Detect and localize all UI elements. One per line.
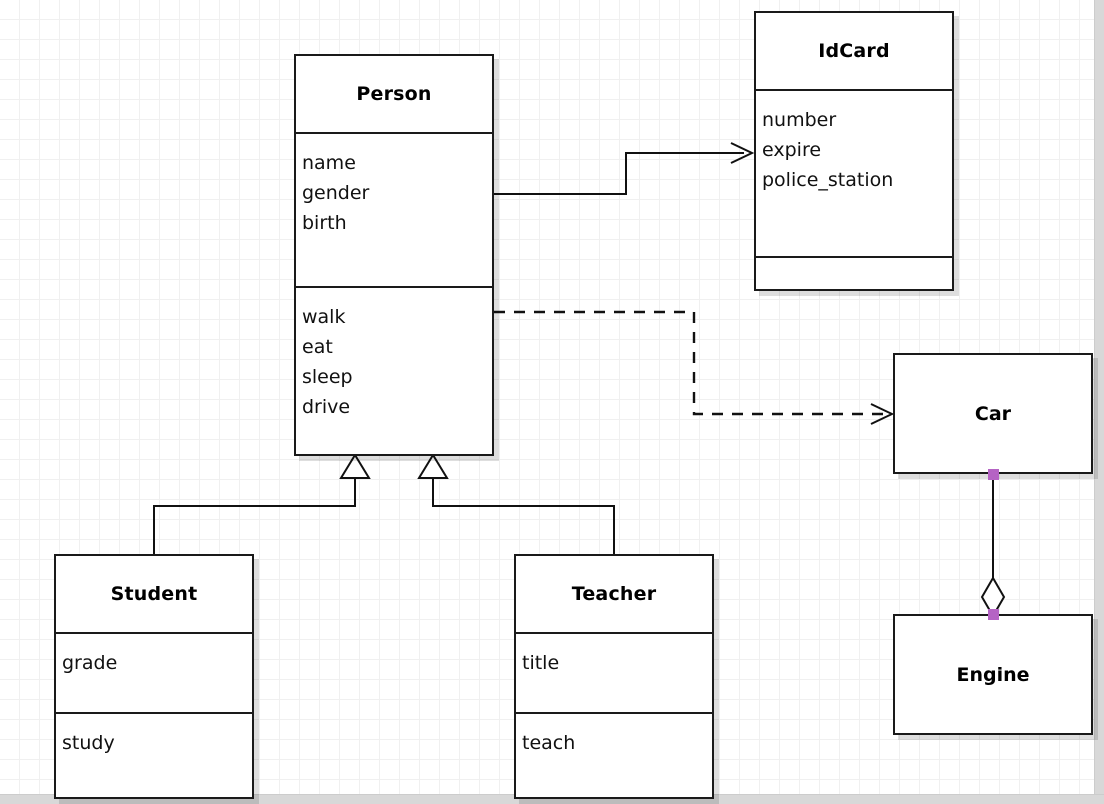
uml-class-person[interactable]: Person name gender birth walk eat sleep … [294,54,494,456]
relationship-teacher-person[interactable] [417,453,615,554]
attribute-item: name [302,152,356,174]
class-title-engine: Engine [895,616,1091,733]
uml-class-car[interactable]: Car [893,353,1093,474]
edge-handle-engine-end[interactable] [988,609,999,620]
class-title-teacher: Teacher [516,556,712,632]
class-attributes-teacher: title [516,632,712,712]
method-item: drive [302,396,351,418]
class-methods-student: study [56,712,252,797]
class-attributes-person: name gender birth [296,132,492,286]
attribute-item: birth [302,212,347,234]
relationship-person-car[interactable] [494,310,895,425]
class-methods-teacher: teach [516,712,712,797]
uml-class-idcard[interactable]: IdCard number expire police_station [754,11,954,291]
class-attributes-idcard: number expire police_station [756,89,952,256]
uml-class-teacher[interactable]: Teacher title teach [514,554,714,799]
attribute-item: number [762,109,837,131]
method-item: study [62,732,115,754]
attribute-item: grade [62,652,118,674]
method-item: walk [302,306,346,328]
class-title-car: Car [895,355,1091,472]
class-name-label: IdCard [818,40,890,62]
relationship-car-engine[interactable] [980,474,1006,618]
attribute-item: gender [302,182,370,204]
uml-class-engine[interactable]: Engine [893,614,1093,735]
class-title-idcard: IdCard [756,13,952,89]
class-title-student: Student [56,556,252,632]
edge-handle-car-end[interactable] [988,469,999,480]
method-item: teach [522,732,576,754]
vertical-scrollbar[interactable] [1094,0,1104,804]
class-title-person: Person [296,56,492,132]
class-name-label: Teacher [571,583,657,605]
class-name-label: Person [356,83,432,105]
relationship-student-person[interactable] [153,453,371,554]
class-name-label: Engine [956,663,1030,686]
attribute-item: title [522,652,560,674]
attribute-item: police_station [762,169,894,191]
method-item: sleep [302,366,353,388]
class-name-label: Student [110,583,198,605]
method-item: eat [302,336,333,358]
uml-class-student[interactable]: Student grade study [54,554,254,799]
class-name-label: Car [974,402,1012,425]
attribute-item: expire [762,139,822,161]
class-methods-idcard [756,256,952,289]
class-methods-person: walk eat sleep drive [296,286,492,454]
relationship-person-idcard[interactable] [494,142,755,195]
class-attributes-student: grade [56,632,252,712]
